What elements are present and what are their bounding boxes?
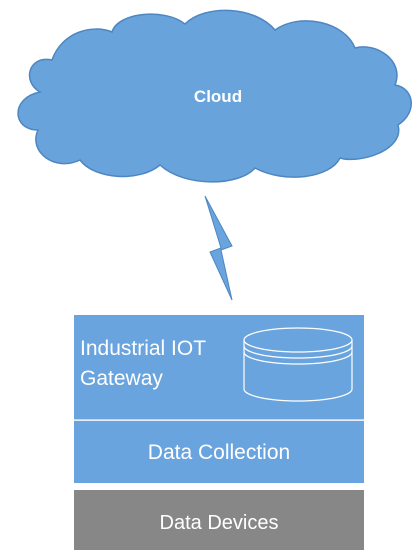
data-collection-block: Data Collection bbox=[74, 421, 364, 483]
data-collection-box bbox=[74, 421, 364, 483]
gateway-label-line2: Gateway bbox=[80, 367, 163, 390]
data-devices-block: Data Devices bbox=[74, 490, 364, 550]
gateway-block: Industrial IOT Gateway bbox=[74, 315, 364, 420]
gateway-box bbox=[74, 315, 364, 420]
gateway-label-line1: Industrial IOT bbox=[80, 337, 206, 360]
data-collection-label: Data Collection bbox=[148, 441, 290, 464]
database-cylinder-icon bbox=[243, 327, 353, 402]
data-devices-label: Data Devices bbox=[160, 512, 279, 534]
lightning-bolt-icon bbox=[204, 195, 233, 301]
data-devices-box bbox=[74, 490, 364, 550]
cloud-shape: Cloud bbox=[17, 9, 412, 183]
cloud-label: Cloud bbox=[194, 87, 242, 106]
cloud-outline bbox=[17, 9, 412, 183]
